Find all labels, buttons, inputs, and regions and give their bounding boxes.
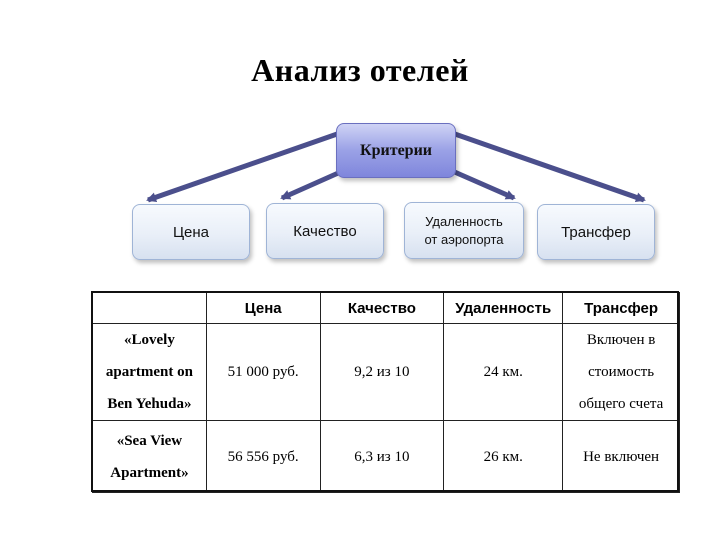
quality-node: Качество	[266, 203, 384, 259]
transfer-line: Не включен	[583, 448, 660, 465]
price-node-label: Цена	[172, 223, 210, 241]
distance-node: Удаленность от аэропорта	[404, 202, 524, 259]
distance-cell: 24 км.	[443, 323, 564, 421]
price-cell: 56 556 руб.	[205, 420, 321, 493]
arrow-to-transfer	[451, 130, 646, 203]
arrow-to-distance	[448, 167, 516, 201]
transfer-cell: Не включен	[562, 420, 680, 493]
hotel-name-line: Ben Yehuda»	[107, 396, 192, 412]
price-node: Цена	[132, 204, 250, 260]
transfer-line: Включен в	[586, 332, 656, 348]
table-header-price: Цена	[205, 292, 321, 324]
distance-node-label-line2: от аэропорта	[424, 231, 504, 247]
transfer-node: Трансфер	[537, 204, 655, 260]
transfer-cell: Включен в стоимость общего счета	[562, 323, 680, 421]
table-row: «Sea View Apartment» 56 556 руб. 6,3 из …	[92, 420, 680, 493]
table-header-distance: Удаленность	[443, 292, 564, 324]
arrow-to-quality	[280, 167, 347, 201]
arrow-to-price	[146, 130, 341, 203]
page-title: Анализ отелей	[251, 52, 469, 88]
quality-cell: 6,3 из 10	[319, 420, 445, 493]
table-header-hotel	[92, 292, 207, 324]
price-cell: 51 000 руб.	[205, 323, 321, 421]
hotel-name-line: apartment on	[105, 364, 193, 380]
transfer-line: стоимость	[588, 364, 655, 380]
table-header-transfer: Трансфер	[562, 292, 680, 324]
hotel-name-cell: «Lovely apartment on Ben Yehuda»	[92, 323, 207, 421]
criteria-node: Критерии	[336, 123, 456, 178]
table-header-quality: Качество	[319, 292, 445, 324]
hotel-comparison-table: Цена Качество Удаленность Трансфер «Love…	[92, 292, 680, 493]
hotel-name-cell: «Sea View Apartment»	[92, 420, 207, 493]
hotel-name-line: «Sea View	[116, 432, 183, 449]
hotel-name-line: Apartment»	[110, 464, 189, 481]
table-row: «Lovely apartment on Ben Yehuda» 51 000 …	[92, 323, 680, 421]
transfer-node-label: Трансфер	[561, 223, 631, 241]
distance-cell: 26 км.	[443, 420, 564, 493]
quality-node-label: Качество	[293, 222, 357, 240]
transfer-line: общего счета	[578, 396, 664, 412]
quality-cell: 9,2 из 10	[319, 323, 445, 421]
hotel-name-line: «Lovely	[124, 332, 175, 348]
table-header-row: Цена Качество Удаленность Трансфер	[92, 292, 680, 324]
criteria-label: Критерии	[359, 141, 432, 159]
distance-node-label-line1: Удаленность	[425, 213, 503, 229]
